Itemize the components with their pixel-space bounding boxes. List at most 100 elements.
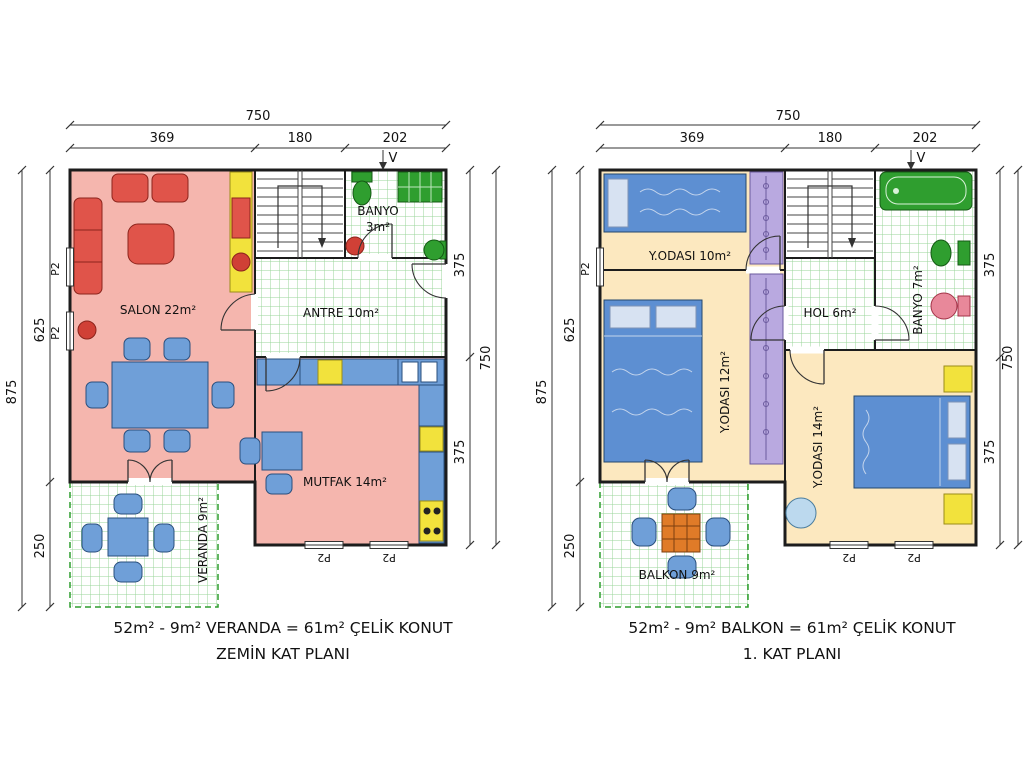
bathtub — [879, 171, 973, 211]
window-label-p2: P2 — [49, 262, 62, 276]
first-floor-subtitle: 1. KAT PLANI — [743, 645, 842, 663]
pillow — [655, 305, 697, 329]
pillow — [947, 443, 967, 481]
tv-cabinet — [229, 171, 253, 293]
veranda-table-set — [81, 493, 175, 583]
window-label-p2: P2 — [579, 262, 592, 276]
room-label-bedroom10: Y.ODASI 10m² — [648, 249, 731, 263]
exterior-wall — [68, 168, 448, 547]
first-floor-plan: 750 369 180 202 V 875 625 250 375 375 75… — [535, 109, 1023, 663]
kitchen-counter — [256, 358, 445, 544]
dim-right-seg2: 375 — [453, 440, 468, 465]
dim-right-total: 750 — [479, 346, 494, 371]
stove — [419, 500, 444, 542]
dim-top-total: 750 — [776, 109, 801, 124]
room-label-antre: ANTRE 10m² — [303, 306, 379, 320]
dimension-lines-ground — [17, 120, 501, 612]
stairwell-floor — [255, 170, 345, 258]
dim-top-seg1: 369 — [150, 131, 175, 146]
dim-right-seg1: 375 — [983, 253, 998, 278]
antre-floor — [255, 258, 446, 357]
dresser — [943, 493, 973, 525]
dim-left-seg1: 625 — [563, 318, 578, 343]
room-label-bedroom14: Y.ODASI 14m² — [811, 406, 825, 489]
plant — [345, 236, 365, 256]
window-label-p2: P2 — [317, 551, 331, 564]
dim-right-seg2: 375 — [983, 440, 998, 465]
plant — [77, 320, 97, 340]
appliance — [419, 426, 444, 452]
toilet — [351, 171, 373, 206]
dim-top-seg1: 369 — [680, 131, 705, 146]
room-label-balkon: BALKON 9m² — [639, 568, 716, 582]
plant — [231, 252, 251, 272]
door-swings — [644, 235, 910, 483]
armchair — [151, 173, 189, 203]
room-label-banyo-name: BANYO — [357, 204, 399, 218]
stairwell-floor — [785, 170, 875, 258]
windows — [596, 247, 934, 549]
toilet — [930, 239, 971, 267]
wardrobe — [749, 171, 784, 265]
vent-arrow — [907, 162, 915, 170]
stair-direction-arrow — [807, 185, 853, 248]
room-label-veranda: VERANDA 9m² — [196, 497, 210, 583]
dimension-lines-first — [547, 120, 1023, 612]
dim-top-total: 750 — [246, 109, 271, 124]
stair-direction-arrow — [277, 185, 323, 248]
window-label-p2: P2 — [907, 551, 921, 564]
sofa — [73, 197, 103, 295]
window-label-p2: P2 — [49, 326, 62, 340]
balcony-table-set — [631, 487, 731, 579]
chair — [785, 497, 817, 529]
dim-right-total: 750 — [1001, 346, 1016, 371]
dim-left-total: 875 — [535, 380, 550, 405]
dim-top-seg2: 180 — [818, 131, 843, 146]
pillow — [947, 401, 967, 439]
dim-left-seg1: 625 — [33, 318, 48, 343]
room-label-mutfak: MUTFAK 14m² — [303, 475, 387, 489]
armchair — [111, 173, 149, 203]
hol-floor — [785, 258, 875, 350]
vent-label: V — [917, 151, 926, 166]
room-label-hol: HOL 6m² — [803, 306, 856, 320]
first-floor-title: 52m² - 9m² BALKON = 61m² ÇELİK KONUT — [628, 618, 956, 637]
bed-double — [603, 173, 747, 233]
sink — [423, 239, 447, 261]
vent-label: V — [389, 151, 398, 166]
sink — [930, 292, 971, 320]
bed-double — [853, 395, 971, 489]
room-label-bedroom12: Y.ODASI 12m² — [718, 351, 732, 434]
pillow — [607, 178, 629, 228]
bed-double — [603, 299, 703, 463]
ground-floor-subtitle: ZEMİN KAT PLANI — [216, 644, 350, 663]
dresser — [943, 365, 973, 393]
room-label-banyo: BANYO 7m² — [911, 265, 925, 335]
ground-floor-title: 52m² - 9m² VERANDA = 61m² ÇELİK KONUT — [113, 618, 453, 637]
ground-floor-plan: 750 369 180 202 V 875 625 250 375 375 75… — [5, 109, 501, 663]
dim-top-seg3: 202 — [383, 131, 408, 146]
exterior-wall — [598, 168, 978, 547]
stairs — [787, 170, 873, 258]
dim-top-seg3: 202 — [913, 131, 938, 146]
dim-top-seg2: 180 — [288, 131, 313, 146]
door-swings — [127, 223, 447, 483]
dim-left-seg2: 250 — [33, 534, 48, 559]
kitchen-table-set — [239, 431, 303, 495]
sink-bowl — [420, 361, 438, 383]
windows — [66, 247, 409, 549]
wardrobe — [749, 273, 784, 465]
window-label-p2: P2 — [842, 551, 856, 564]
window-label-p2: P2 — [382, 551, 396, 564]
vent-arrow — [379, 162, 387, 170]
dining-table-set — [85, 337, 235, 453]
room-label-banyo-area: 3m² — [366, 220, 390, 234]
dim-right-seg1: 375 — [453, 253, 468, 278]
shower — [397, 171, 443, 203]
dim-left-total: 875 — [5, 380, 20, 405]
pillow — [609, 305, 651, 329]
appliance — [317, 359, 343, 385]
sink-bowl — [401, 361, 419, 383]
